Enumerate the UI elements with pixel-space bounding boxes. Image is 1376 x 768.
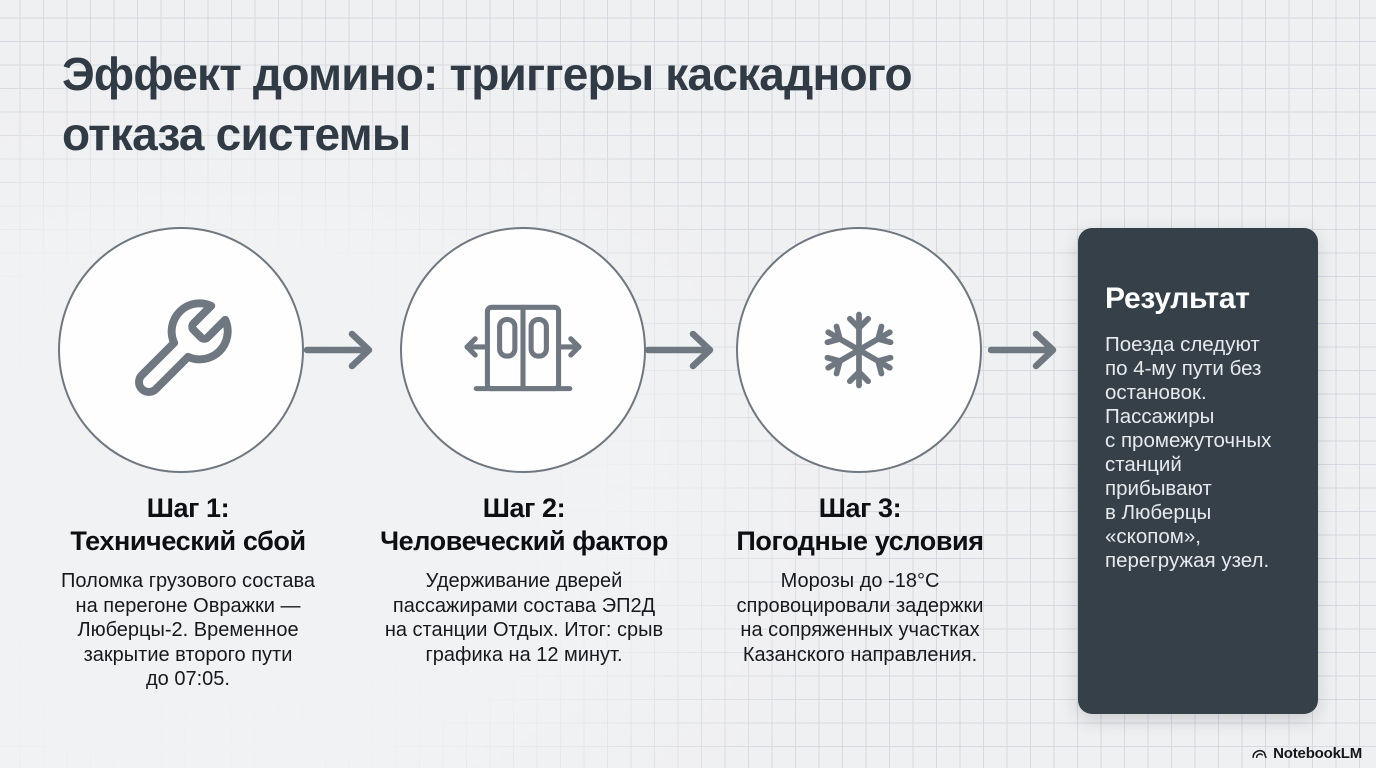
result-panel-text: Поезда следуют по 4-му пути без останово… [1105, 333, 1272, 572]
step-1-description: Поломка грузового состава на перегоне Ов… [61, 570, 315, 690]
step-1-heading-line2: Технический сбой [70, 526, 306, 556]
step-1-heading: Шаг 1: Технический сбой [28, 492, 348, 558]
step-1-circle [58, 227, 304, 473]
step-2-heading: Шаг 2: Человеческий фактор [364, 492, 684, 558]
step-2-heading-line1: Шаг 2: [482, 493, 566, 523]
result-panel-title: Результат [1105, 282, 1250, 315]
snowflake-icon [824, 311, 894, 389]
step-2-text-block: Шаг 2: Человеческий фактор Удерживание д… [364, 492, 684, 667]
step-1-heading-line1: Шаг 1: [146, 493, 230, 523]
arrow-right-icon [304, 330, 373, 370]
step-3-circle [736, 227, 982, 473]
result-panel: Результат Поезда следуют по 4-му пути бе… [1078, 228, 1318, 714]
wrench-icon [135, 299, 232, 396]
step-3-heading-line2: Погодные условия [736, 526, 984, 556]
notebooklm-branding: NotebookLM [1251, 745, 1362, 762]
step-1-text-block: Шаг 1: Технический сбой Поломка грузовог… [28, 492, 348, 692]
step-3-text-block: Шаг 3: Погодные условия Морозы до -18°C … [700, 492, 1020, 667]
arrow-right-icon [988, 330, 1057, 370]
arrow-right-icon [645, 330, 714, 370]
notebooklm-wordmark: NotebookLM [1273, 745, 1362, 762]
step-2-circle [400, 227, 646, 473]
page-title: Эффект домино: триггеры каскадного отказ… [62, 48, 913, 160]
train-doors-icon [464, 304, 582, 392]
step-3-heading: Шаг 3: Погодные условия [700, 492, 1020, 558]
step-3-description: Морозы до -18°C спровоцировали задержки … [736, 570, 984, 666]
step-2-description: Удерживание дверей пассажирами состава Э… [384, 570, 664, 666]
step-3-heading-line1: Шаг 3: [818, 493, 902, 523]
notebooklm-logo-icon [1252, 750, 1267, 759]
step-2-heading-line2: Человеческий фактор [380, 526, 668, 556]
